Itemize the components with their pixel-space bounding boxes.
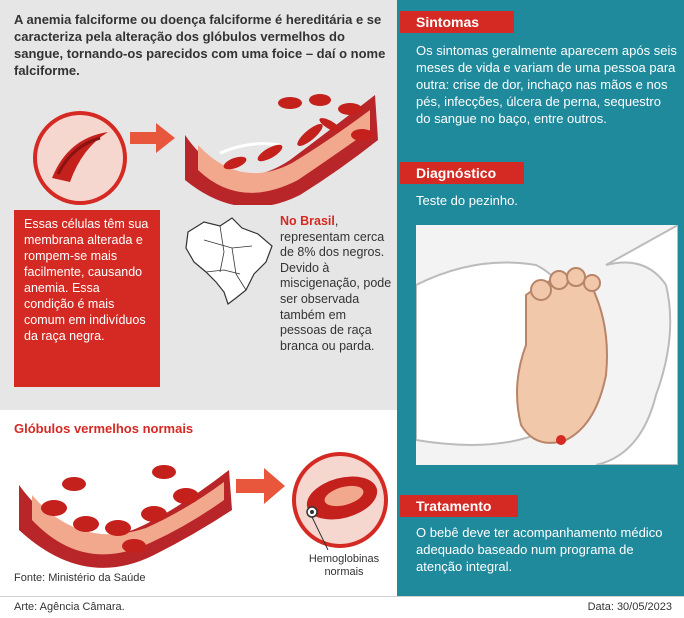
section-title-diagnostico: Diagnóstico <box>400 162 524 184</box>
brasil-highlight: No Brasil <box>280 214 335 228</box>
intro-text: A anemia falciforme ou doença falciforme… <box>14 12 386 78</box>
brazil-map-icon <box>185 217 273 305</box>
brasil-text: , representam cerca de 8% dos negros. De… <box>280 214 392 353</box>
section-title-sintomas: Sintomas <box>400 11 514 33</box>
normal-cells-title: Glóbulos vermelhos normais <box>14 421 194 436</box>
normal-vessel-illustration <box>19 465 232 568</box>
brasil-paragraph: No Brasil, representam cerca de 8% dos n… <box>280 214 396 354</box>
footer-date: Data: 30/05/2023 <box>587 601 672 613</box>
section-text-diagnostico: Teste do pezinho. <box>416 193 518 208</box>
footer-credit: Arte: Agência Câmara. <box>14 601 125 613</box>
arrow-right-icon <box>236 468 285 504</box>
normal-cell-closeup-illustration <box>292 452 388 551</box>
sickle-vessel-illustration <box>185 94 378 205</box>
source-text: Fonte: Ministério da Saúde <box>14 572 146 584</box>
hemoglobin-label: Hemoglobinas normais <box>308 553 380 578</box>
baby-foot-test-image <box>416 225 678 465</box>
heel-prick-photo <box>416 225 678 465</box>
section-text-tratamento: O bebê deve ter acompanhamento médico ad… <box>416 525 663 574</box>
section-title-tratamento: Tratamento <box>400 495 518 517</box>
red-info-box: Essas células têm sua membrana alterada … <box>14 210 160 387</box>
sickle-cell-closeup-illustration <box>33 111 127 205</box>
arrow-right-icon <box>130 123 175 153</box>
footer: Arte: Agência Câmara. Data: 30/05/2023 <box>0 596 684 618</box>
section-text-sintomas: Os sintomas geralmente aparecem após sei… <box>416 43 677 126</box>
